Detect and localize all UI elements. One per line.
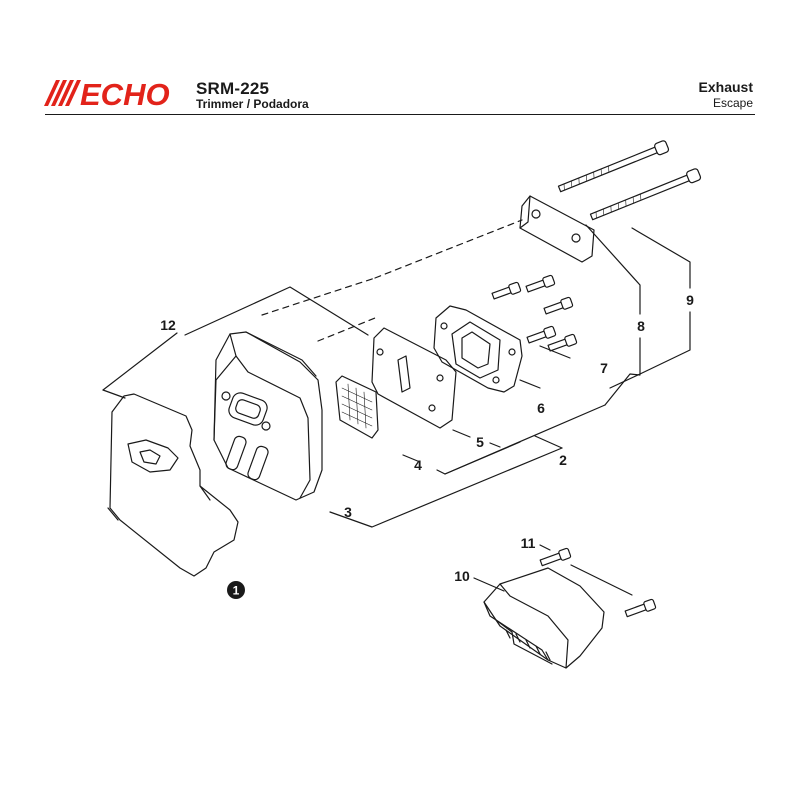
- part-bolts: [491, 274, 578, 352]
- part-cover-screws: [539, 547, 657, 618]
- callout-7: 7: [600, 360, 608, 376]
- echo-logo: ECHO: [44, 78, 170, 110]
- callout-6: 6: [537, 400, 545, 416]
- callout-1: 1: [233, 584, 240, 598]
- callout-9: 9: [686, 292, 694, 308]
- callout-labels: 1 2 3 4 5 6 7 8 9 10 11 12: [160, 292, 694, 599]
- part-muffler: [213, 331, 323, 501]
- callout-4: 4: [414, 457, 422, 473]
- page-header: ECHO SRM-225 Trimmer / Podadora Exhaust …: [0, 0, 800, 120]
- part-heat-shield: [107, 393, 239, 577]
- callout-5: 5: [476, 434, 484, 450]
- part-exhaust-flange: [433, 305, 523, 393]
- part-bolt-plate: [519, 195, 595, 263]
- callout-12: 12: [160, 317, 176, 333]
- model-number: SRM-225: [196, 79, 270, 98]
- leader-lines: [102, 219, 691, 596]
- product-type: Trimmer / Podadora: [196, 97, 309, 111]
- callout-2: 2: [559, 452, 567, 468]
- section-title-spanish: Escape: [712, 96, 753, 110]
- part-long-bolts: [557, 140, 702, 221]
- header-divider: [45, 114, 755, 115]
- part-spark-screen: [335, 375, 379, 439]
- part-gasket: [371, 327, 457, 429]
- section-title: Exhaust: [698, 79, 753, 95]
- callout-11: 11: [521, 535, 536, 551]
- callout-1-badge: [227, 581, 245, 599]
- part-muffler-cover: [483, 567, 605, 669]
- logo-brand: ECHO: [80, 78, 170, 110]
- callout-10: 10: [454, 568, 470, 584]
- callout-8: 8: [637, 318, 645, 334]
- callout-3: 3: [344, 504, 352, 520]
